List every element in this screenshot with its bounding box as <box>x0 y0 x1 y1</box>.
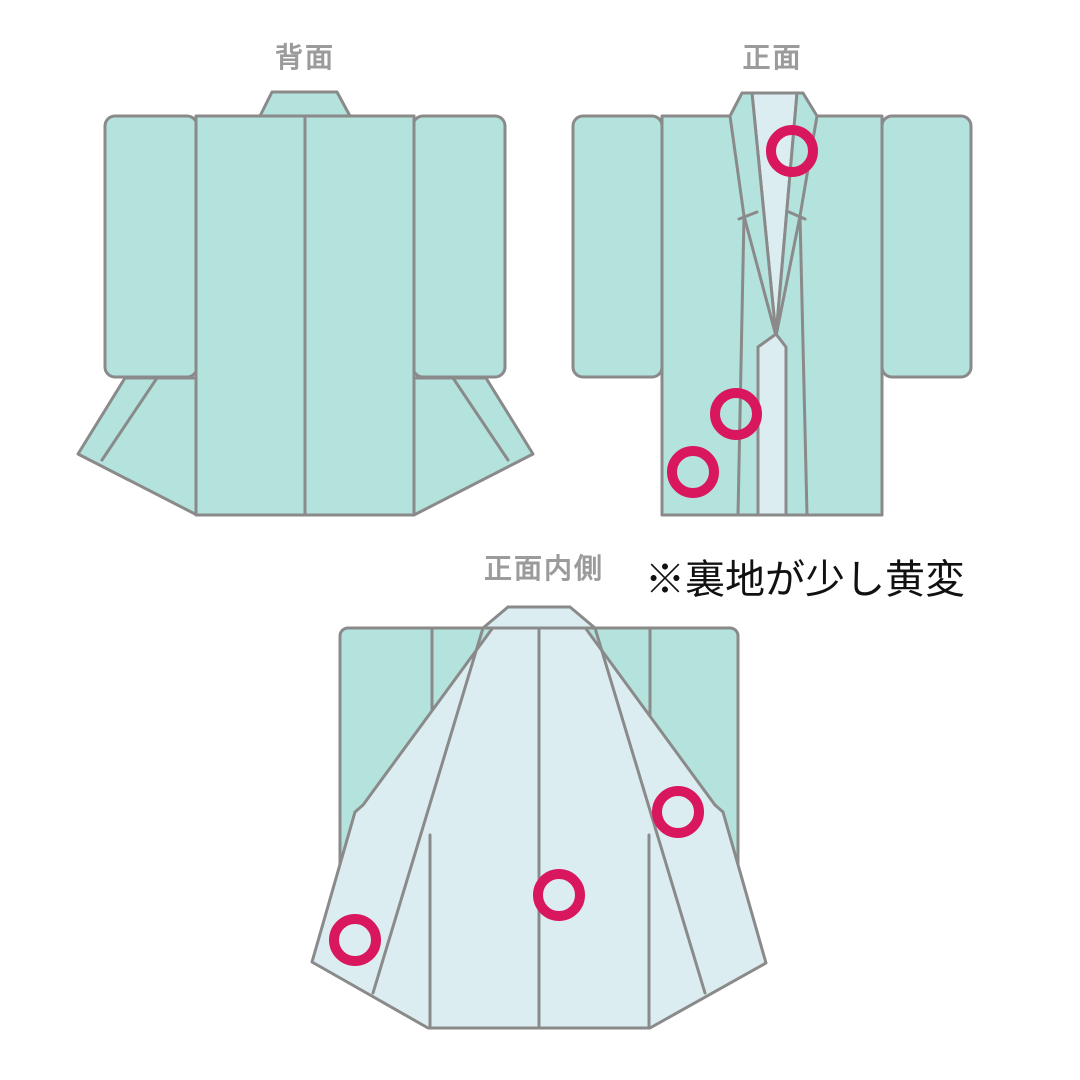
kimono-front-view <box>571 91 973 517</box>
front-collar-notch-left <box>737 210 759 221</box>
kimono-back-view <box>76 90 535 517</box>
back-skirt-seam-left <box>100 376 159 462</box>
kimono-inside-view <box>310 605 768 1030</box>
back-sleeve-left <box>103 114 199 379</box>
lining-condition-note: ※裏地が少し黄変 <box>645 557 965 602</box>
inside-lapel-seam-left <box>371 626 485 995</box>
inside-collar <box>481 605 597 630</box>
front-sleeve-left <box>571 114 664 379</box>
back-skirt-seam-right <box>451 376 510 462</box>
inside-lapel-seam-right <box>593 626 707 995</box>
front-collar-notch-right <box>787 210 807 221</box>
back-view-label: 背面 <box>274 42 335 73</box>
damage-marker-circle <box>766 125 818 177</box>
damage-marker-circle <box>710 388 762 440</box>
back-sleeve-right <box>411 114 507 379</box>
damage-marker-circle <box>533 869 585 921</box>
front-view-label: 正面 <box>742 42 803 73</box>
inside-view-label: 正面内側 <box>483 553 604 584</box>
front-okumi-seam-right <box>798 214 809 517</box>
front-sleeve-right <box>880 114 973 379</box>
damage-marker-circle <box>652 786 704 838</box>
front-opening-lining-strip <box>756 332 788 517</box>
damage-marker-circle <box>329 914 381 966</box>
back-collar <box>258 90 352 118</box>
front-okumi-seam-left <box>736 214 746 517</box>
damage-marker-circle <box>667 446 719 498</box>
